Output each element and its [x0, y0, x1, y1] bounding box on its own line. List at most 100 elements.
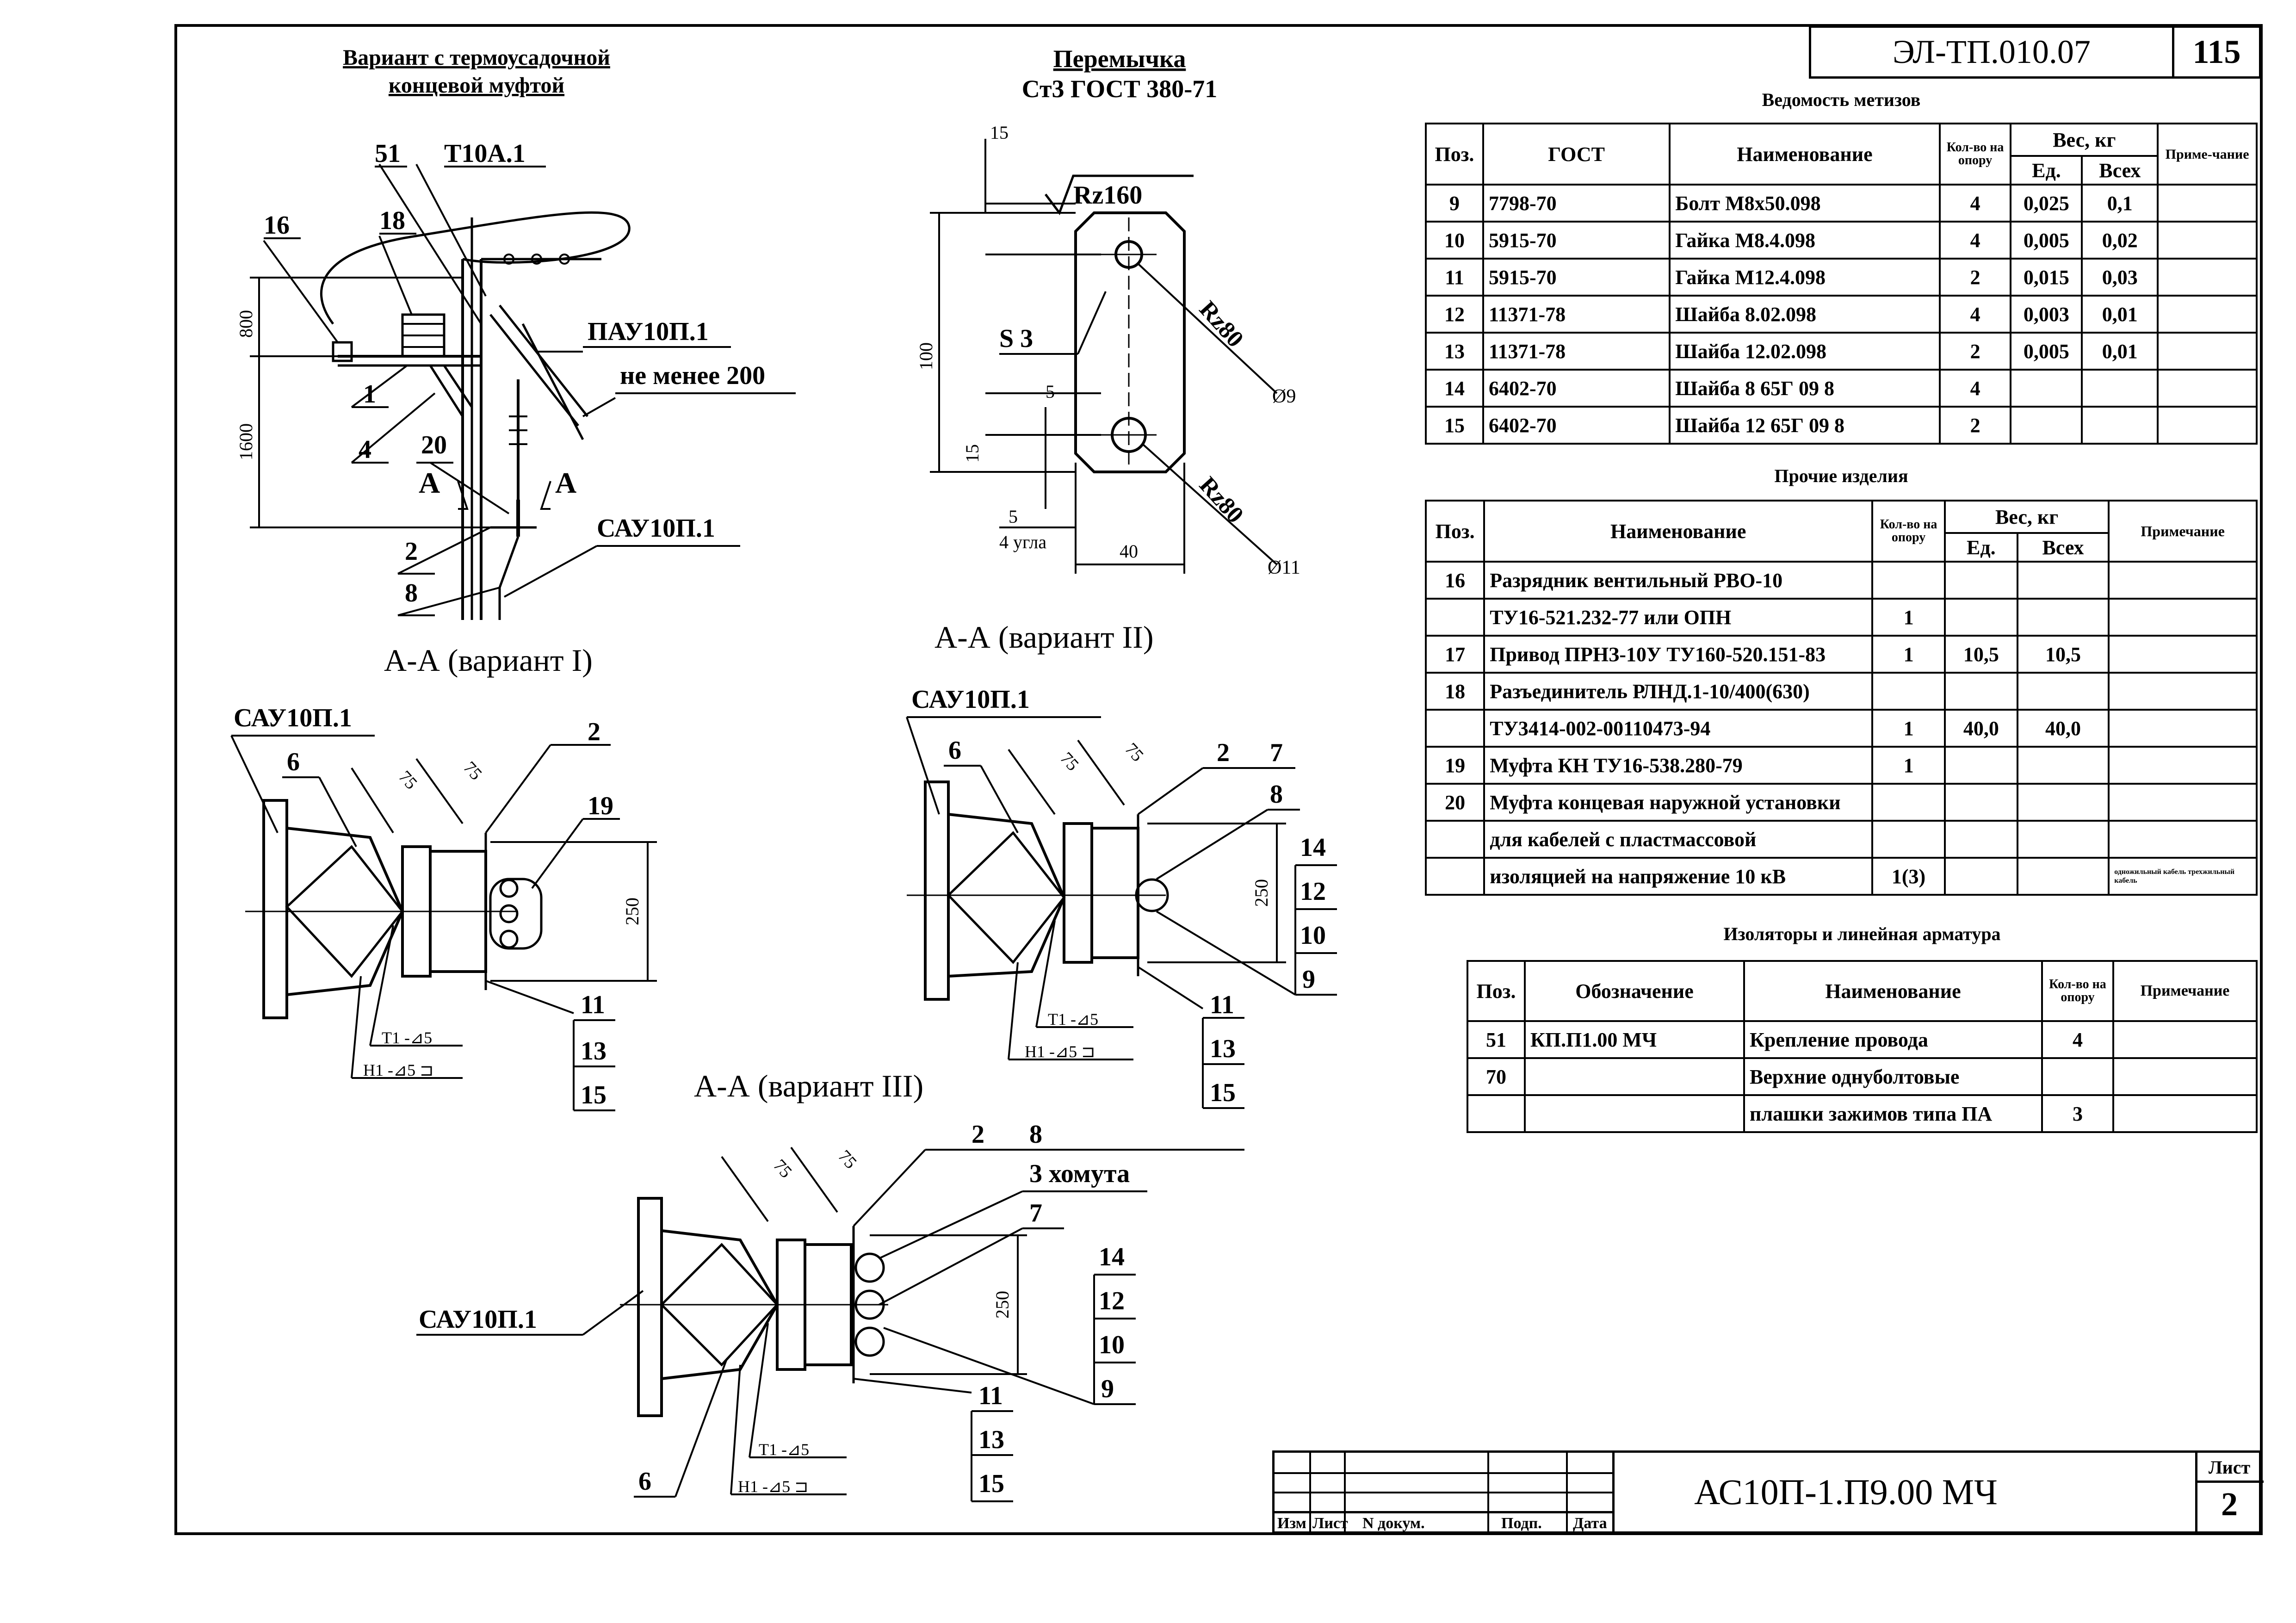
label-2-main: 2 [405, 537, 418, 566]
sect1-dim-250: 250 [622, 898, 643, 925]
cell-total: 10,5 [2016, 635, 2110, 674]
stamp-header-doc: N докум. [1362, 1515, 1425, 1532]
cell-note [2108, 709, 2258, 748]
stamp-header-date: Дата [1573, 1515, 1607, 1532]
main-elevation-view: Вариант с термоусадочной концевой муфтой [235, 45, 796, 620]
label-sau-main: САУ10П.1 [597, 514, 715, 543]
sect2-label-11: 11 [1210, 991, 1234, 1019]
cell-name: Разрядник вентильный РВО-10 [1483, 561, 1874, 600]
col-unit: Ед. [2010, 155, 2083, 186]
cell-note [2108, 783, 2258, 822]
jumper-dim-5-top: 5 [1046, 381, 1055, 402]
cell-gost: 5915-70 [1482, 258, 1671, 297]
sect1-label-6: 6 [287, 748, 300, 776]
sheet-number: 2 [2221, 1486, 2238, 1523]
col-name: Наименование [1483, 500, 1874, 563]
cell-name: Разъединитель РЛНД.1-10/400(630) [1483, 672, 1874, 711]
cell-gost: 11371-78 [1482, 332, 1671, 371]
cell-total [2016, 672, 2110, 711]
sect2-dim-75b: 75 [1121, 739, 1147, 765]
cell-total [2016, 746, 2110, 785]
main-title-line2: концевой муфтой [389, 73, 564, 98]
cell-gost: 5915-70 [1482, 221, 1671, 260]
cell-name: плашки зажимов типа ПА [1743, 1094, 2043, 1133]
cell-total [2081, 369, 2159, 408]
sect3-label-14: 14 [1099, 1243, 1125, 1271]
cell-qty: 4 [2041, 1020, 2114, 1059]
sect2-label-14: 14 [1300, 833, 1326, 862]
cell-name: Шайба 12.02.098 [1669, 332, 1941, 371]
sect2-label-6: 6 [948, 736, 961, 765]
col-pos: Поз. [1425, 123, 1484, 186]
section-mark-a-left: А [419, 466, 440, 499]
sect1-weld-h1: Н1 -⊿5 ⊐ [363, 1061, 433, 1079]
col-total: Всех [2016, 532, 2110, 563]
sect2-label-7: 7 [1270, 738, 1283, 767]
sect2-label-8: 8 [1270, 780, 1283, 809]
cell-pos: 19 [1424, 746, 1485, 785]
col-qty: Кол-во на опору [1871, 500, 1946, 563]
cell-pos: 16 [1424, 561, 1485, 600]
jumper-dim-100: 100 [916, 342, 936, 370]
stamp-headers: Изм Лист N докум. Подп. Дата [1275, 1513, 1612, 1534]
cell-qty: 4 [1938, 369, 2012, 408]
dim-1600: 1600 [235, 423, 256, 460]
col-qty: Кол-во на опору [1938, 123, 2012, 186]
col-note: Примечание [2108, 500, 2258, 563]
cell-total: 0,02 [2081, 221, 2159, 260]
cell-designation [1524, 1094, 1745, 1133]
sect3-label-sau: САУ10П.1 [419, 1305, 537, 1334]
jumper-d11: Ø11 [1268, 557, 1300, 578]
sect2-label-12: 12 [1300, 877, 1326, 906]
cell-name: изоляцией на напряжение 10 кВ [1483, 857, 1874, 896]
sect1-label-11: 11 [581, 991, 605, 1019]
cell-note [2157, 295, 2258, 334]
cell-note [2112, 1094, 2258, 1133]
sheet-label: Лист [2208, 1457, 2251, 1478]
cell-qty: 1 [1871, 709, 1946, 748]
col-gost: ГОСТ [1482, 123, 1671, 186]
cell-note [2157, 184, 2258, 223]
sect3-dim-250: 250 [992, 1291, 1013, 1319]
cell-name: Крепление провода [1743, 1020, 2043, 1059]
cell-pos [1424, 857, 1485, 896]
cell-pos: 15 [1425, 406, 1484, 445]
sect2-label-10: 10 [1300, 921, 1326, 950]
sect2-dim-250: 250 [1251, 879, 1272, 907]
col-pos: Поз. [1424, 500, 1485, 563]
cell-unit: 40,0 [1943, 709, 2018, 748]
cell-pos [1424, 820, 1485, 859]
col-name: Наименование [1669, 123, 1941, 186]
cell-unit [1943, 746, 2018, 785]
cell-qty: 1 [1871, 598, 1946, 637]
cell-note [2157, 406, 2258, 445]
cell-qty: 1(3) [1871, 857, 1946, 896]
label-8-main: 8 [405, 579, 418, 607]
cell-unit [1943, 561, 2018, 600]
sect2-label-9: 9 [1302, 965, 1315, 994]
cell-note [2112, 1057, 2258, 1096]
label-18: 18 [379, 206, 405, 235]
cell-designation [1524, 1057, 1745, 1096]
cell-name: Шайба 8.02.098 [1669, 295, 1941, 334]
cell-total: 0,01 [2081, 332, 2159, 371]
cell-note [2112, 1020, 2258, 1059]
cell-pos: 11 [1425, 258, 1484, 297]
cell-qty [2041, 1057, 2114, 1096]
cell-qty [1871, 561, 1946, 600]
cell-unit [2010, 406, 2083, 445]
sect3-label-2: 2 [972, 1120, 984, 1149]
title-block: Изм Лист N докум. Подп. Дата АС10П-1.П9.… [1272, 1450, 2264, 1534]
cell-name: ТУ16-521.232-77 или ОПН [1483, 598, 1874, 637]
doc-code: АС10П-1.П9.00 МЧ [1694, 1472, 1998, 1512]
sect3-label-8: 8 [1029, 1120, 1042, 1149]
cell-gost: 6402-70 [1482, 406, 1671, 445]
cell-name: Муфта КН ТУ16-538.280-79 [1483, 746, 1874, 785]
